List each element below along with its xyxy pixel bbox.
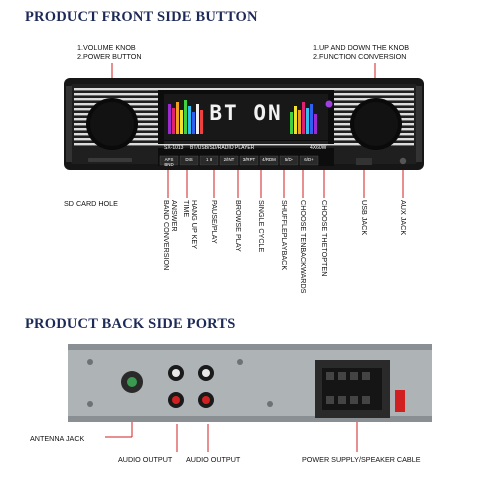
button-d-plus[interactable]: 6/D+ <box>304 157 314 162</box>
right-callout: 1.UP AND DOWN THE KNOB 2.FUNCTION CONVER… <box>313 43 409 61</box>
back-heading: PRODUCT BACK SIDE PORTS <box>25 316 236 332</box>
player-subtitle: BT/USB/SD/RADIO PLAYER <box>190 145 255 151</box>
button-aps-bnd[interactable]: APS BND <box>164 157 174 167</box>
radio-face <box>64 78 424 170</box>
callout-up-down-knob: 1.UP AND DOWN THE KNOB <box>313 43 409 52</box>
vlabel-aux-jack: AUX JACK <box>399 200 408 236</box>
button-rpt[interactable]: 3/RPT <box>242 157 256 162</box>
callout-function-conversion: 2.FUNCTION CONVERSION <box>313 52 407 61</box>
vlabel-choose-top-ten: CHOOSE THETOPTEN <box>320 200 329 277</box>
button-dis[interactable]: DIS <box>185 157 193 162</box>
vlabel-single-cycle: SINGLE CYCLE <box>257 200 266 253</box>
button-row: APS BND DIS 1 II 2/INT 3/RPT 4/RDM 5/D- … <box>160 157 320 167</box>
left-callout: 1.VOLUME KNOB 2.POWER BUTTON <box>77 43 142 61</box>
front-heading: PRODUCT FRONT SIDE BUTTON <box>25 9 258 25</box>
button-int[interactable]: 2/INT <box>223 157 235 162</box>
vlabel-browse-play: BROWSE PLAY <box>234 200 243 252</box>
button-play-pause[interactable]: 1 II <box>205 157 213 162</box>
button-d-minus[interactable]: 5/D- <box>284 157 294 162</box>
power-label: 4X60W <box>310 145 327 151</box>
button-rdm[interactable]: 4/RDM <box>262 157 276 162</box>
callout-volume-knob: 1.VOLUME KNOB <box>77 43 136 52</box>
power-supply-label: POWER SUPPLY/SPEAKER CABLE <box>302 455 421 464</box>
vlabel-pause-play: PAUSE/PLAY <box>210 200 219 244</box>
back-chassis <box>68 344 432 422</box>
display-readout: BT ON <box>209 101 283 125</box>
antenna-jack-label: ANTENNA JACK <box>30 434 85 443</box>
vlabel-choose-ten-back: CHOOSE TENBACKWARDS <box>299 200 308 294</box>
model-label: SX-1013 <box>164 145 184 151</box>
vlabel-shuffle: SHUFFLEPLAYBACK <box>280 200 289 271</box>
audio-output-label-2: AUDIO OUTPUT <box>186 455 241 464</box>
audio-output-label-1: AUDIO OUTPUT <box>118 455 173 464</box>
callout-power-button: 2.POWER BUTTON <box>77 52 142 61</box>
sd-card-label: SD CARD HOLE <box>64 199 118 208</box>
vlabel-usb-jack: USB JACK <box>360 200 369 236</box>
